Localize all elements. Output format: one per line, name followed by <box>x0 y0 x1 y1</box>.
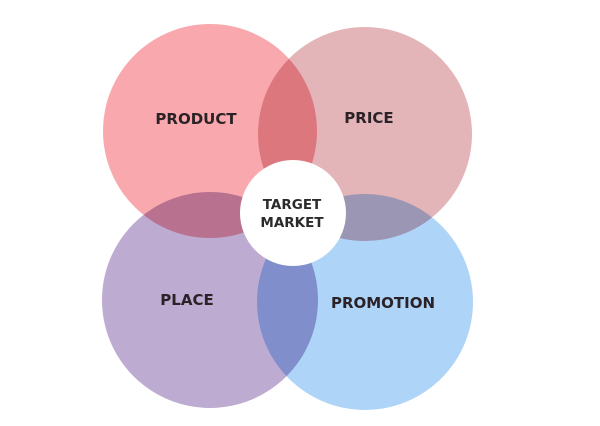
promotion-label: PROMOTION <box>331 294 435 312</box>
center-label-line1: TARGET <box>263 197 322 213</box>
price-label: PRICE <box>344 109 393 127</box>
place-label: PLACE <box>160 291 213 309</box>
center-label-line2: MARKET <box>260 215 324 231</box>
product-label: PRODUCT <box>155 110 237 128</box>
target-market-circle <box>240 160 346 266</box>
